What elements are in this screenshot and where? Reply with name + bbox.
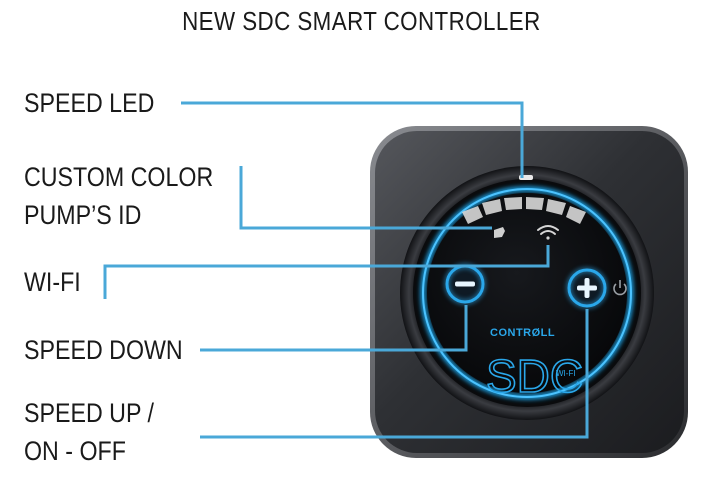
model-label: SDC xyxy=(486,350,583,402)
leader-custom-color xyxy=(239,166,492,230)
speed-down-button[interactable] xyxy=(444,263,486,305)
diagram-title: NEW SDC SMART CONTROLLER xyxy=(182,6,541,36)
wifi-icon xyxy=(537,225,559,240)
leader-speed-led xyxy=(181,101,524,178)
leader-speed-up xyxy=(200,309,589,439)
label-wifi: WI-FI xyxy=(24,267,81,297)
speed-led-segment xyxy=(526,197,544,210)
speed-led-segment xyxy=(546,199,566,215)
label-custom-color-line2: PUMP’S ID xyxy=(24,200,142,230)
speed-up-button[interactable] xyxy=(566,267,608,309)
power-icon xyxy=(613,280,627,296)
label-speed-led: SPEED LED xyxy=(24,88,155,118)
device-face xyxy=(427,193,627,393)
speed-led-segment xyxy=(482,199,502,215)
label-speed-up-line2: ON - OFF xyxy=(24,436,126,466)
glow-ring xyxy=(422,188,632,398)
minus-icon xyxy=(455,281,475,287)
leader-wifi xyxy=(103,245,550,299)
label-custom-color-line1: CUSTOM COLOR xyxy=(24,162,214,192)
label-speed-up-line1: SPEED UP / xyxy=(24,398,154,428)
speed-led-segment xyxy=(462,206,483,224)
speed-led-segment xyxy=(504,197,522,210)
leader-lines xyxy=(103,101,589,439)
brand-label: CONTRØLL xyxy=(490,327,555,339)
leader-speed-down xyxy=(200,305,468,352)
speed-led-bar xyxy=(462,197,586,224)
speed-led-segment xyxy=(566,206,586,224)
label-speed-down: SPEED DOWN xyxy=(24,335,183,365)
pump-id-icon xyxy=(494,227,505,238)
model-suffix-label: WI-FI xyxy=(556,369,576,378)
